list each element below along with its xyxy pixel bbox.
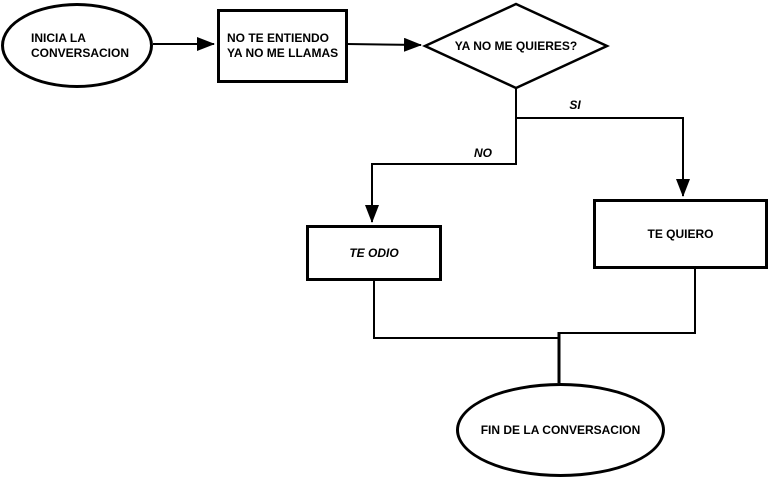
node-te-quiero: TE QUIERO	[593, 199, 768, 269]
node-te-quiero-label: TE QUIERO	[647, 226, 714, 241]
node-message: NO TE ENTIENDO YA NO ME LLAMAS	[217, 9, 348, 83]
node-end: FIN DE LA CONVERSACION	[456, 383, 665, 477]
node-start: INICIA LA CONVERSACION	[1, 3, 153, 88]
node-start-label: INICIA LA CONVERSACION	[31, 30, 130, 60]
edge-decision-yes	[515, 117, 690, 197]
edge-quiero-to-end	[559, 269, 696, 334]
node-decision-label: YA NO ME QUIERES?	[454, 38, 578, 53]
edge-label-no: NO	[474, 146, 492, 160]
node-message-label: NO TE ENTIENDO YA NO ME LLAMAS	[227, 31, 339, 60]
node-decision: YA NO ME QUIERES?	[425, 38, 607, 54]
edge-message-to-decision	[346, 37, 422, 52]
decision-diamond-shape	[422, 2, 610, 90]
edge-decision-no	[365, 163, 517, 223]
node-te-odio: TE ODIO	[306, 225, 442, 281]
node-end-label: FIN DE LA CONVERSACION	[480, 422, 641, 437]
edge-label-yes: SI	[569, 98, 581, 112]
node-te-odio-label: TE ODIO	[349, 245, 399, 260]
edge-odio-to-end	[373, 280, 559, 339]
